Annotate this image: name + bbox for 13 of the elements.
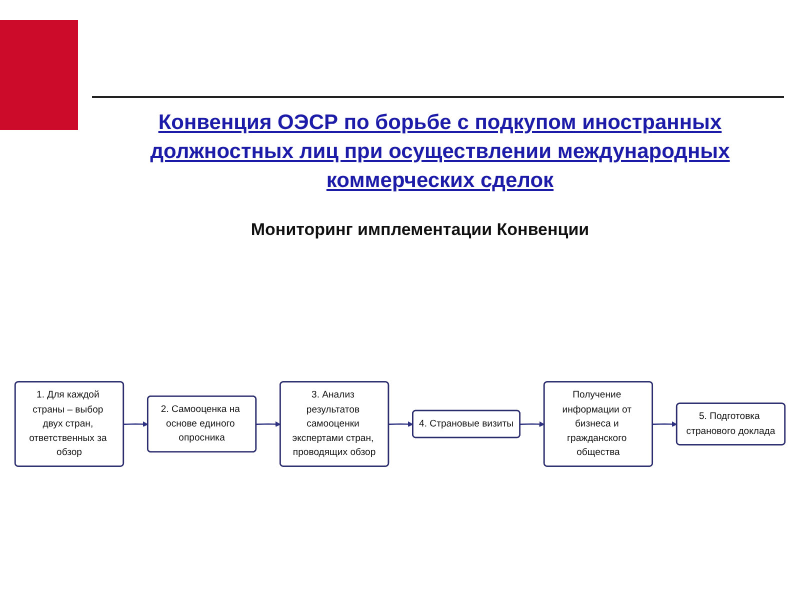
arrow (256, 421, 281, 427)
arrow (124, 421, 148, 427)
process-box: 2. Самооценка на основе единого опросника (146, 395, 257, 453)
process-box: 3. Анализ результатов самооценки экспертами стран, проводящих обзор (280, 381, 390, 467)
title: Конвенция ОЭСР по борьбе с подкупом иностранных должностных лиц при осуществлении международных коммерческих сделок (149, 110, 731, 194)
process-box: 5. Подготовка странового доклада (676, 402, 786, 446)
arrow (652, 421, 678, 427)
subtitle: Мониторинг имплементации Конвенции (250, 220, 590, 240)
process-box: 4. Страновые визиты (412, 410, 520, 438)
arrow (520, 421, 545, 427)
process-box: Получение информации от бизнеса и гражданского общества (543, 381, 654, 467)
arrow (388, 421, 414, 427)
process-box: 1. Для каждой страны – выбор двух стран, ответственных за обзор (14, 381, 124, 467)
